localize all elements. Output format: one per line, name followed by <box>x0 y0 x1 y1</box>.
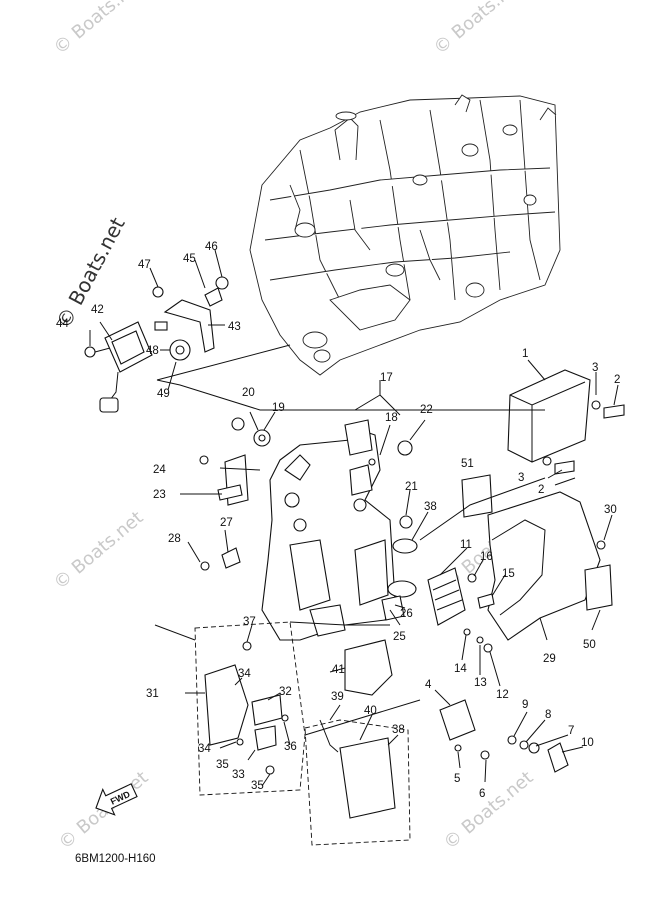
callout-35: 35 <box>251 780 264 792</box>
callout-51: 51 <box>461 458 474 470</box>
callout-21: 21 <box>405 481 418 493</box>
callout-37: 37 <box>243 616 256 628</box>
callout-3: 3 <box>592 362 598 374</box>
callout-5: 5 <box>454 773 460 785</box>
callout-36: 36 <box>284 741 297 753</box>
callout-14: 14 <box>454 663 467 675</box>
callout-28: 28 <box>168 533 181 545</box>
callout-19: 19 <box>272 402 285 414</box>
callout-40: 40 <box>364 705 377 717</box>
cdi-box-group <box>304 639 411 846</box>
callout-23: 23 <box>153 489 166 501</box>
cover <box>461 474 613 641</box>
callout-1: 1 <box>522 348 528 360</box>
engine-block <box>249 94 561 376</box>
callout-30: 30 <box>604 504 617 516</box>
main-bracket <box>199 417 418 641</box>
callout-4: 4 <box>425 679 432 691</box>
callout-49: 49 <box>157 388 170 400</box>
callout-12: 12 <box>496 689 509 701</box>
watermark: © Boats.net <box>50 507 148 594</box>
callout-38: 38 <box>424 501 437 513</box>
coil-group <box>194 621 306 796</box>
callout-2: 2 <box>538 484 544 496</box>
callout-9: 9 <box>522 699 528 711</box>
watermark: © Boats.net <box>430 0 528 59</box>
callout-16: 16 <box>480 551 493 563</box>
callout-20: 20 <box>242 387 255 399</box>
callout-46: 46 <box>205 241 218 253</box>
callout-15: 15 <box>502 568 515 580</box>
callout-38: 38 <box>392 724 405 736</box>
callout-48: 48 <box>146 345 159 357</box>
callout-35: 35 <box>216 759 229 771</box>
callout-22: 22 <box>420 404 433 416</box>
callout-32: 32 <box>279 686 292 698</box>
fwd-arrow-icon: FWD <box>95 783 138 816</box>
callout-45: 45 <box>183 253 196 265</box>
leader-lines <box>89 249 619 787</box>
diagram-code: 6BM1200-H160 <box>75 853 156 865</box>
callout-43: 43 <box>228 321 241 333</box>
callout-2: 2 <box>614 374 620 386</box>
callout-33: 33 <box>232 769 245 781</box>
bracket-group-left <box>84 276 229 413</box>
callout-25: 25 <box>393 631 406 643</box>
callout-34: 34 <box>238 668 251 680</box>
callout-7: 7 <box>568 725 574 737</box>
cdi-unit <box>507 369 625 475</box>
callout-24: 24 <box>153 464 166 476</box>
watermark: © Boats.net <box>50 0 148 59</box>
callout-10: 10 <box>581 737 594 749</box>
rectifier-group <box>427 567 495 653</box>
callout-6: 6 <box>479 788 485 800</box>
callout-44: 44 <box>56 318 69 330</box>
callout-18: 18 <box>385 412 398 424</box>
callout-50: 50 <box>583 639 596 651</box>
callout-17: 17 <box>380 372 393 384</box>
callout-39: 39 <box>331 691 344 703</box>
callout-3: 3 <box>518 472 524 484</box>
callout-34: 34 <box>198 743 211 755</box>
callout-47: 47 <box>138 259 151 271</box>
callout-labels: 1 2 2 3 3 4 5 6 7 8 9 10 11 12 13 14 15 … <box>56 241 620 800</box>
callout-8: 8 <box>545 709 551 721</box>
callout-29: 29 <box>543 653 556 665</box>
callout-27: 27 <box>220 517 233 529</box>
callout-26: 26 <box>400 608 413 620</box>
callout-42: 42 <box>91 304 104 316</box>
callout-13: 13 <box>474 677 487 689</box>
callout-31: 31 <box>146 688 159 700</box>
callout-41: 41 <box>332 664 345 676</box>
callout-11: 11 <box>460 539 472 551</box>
